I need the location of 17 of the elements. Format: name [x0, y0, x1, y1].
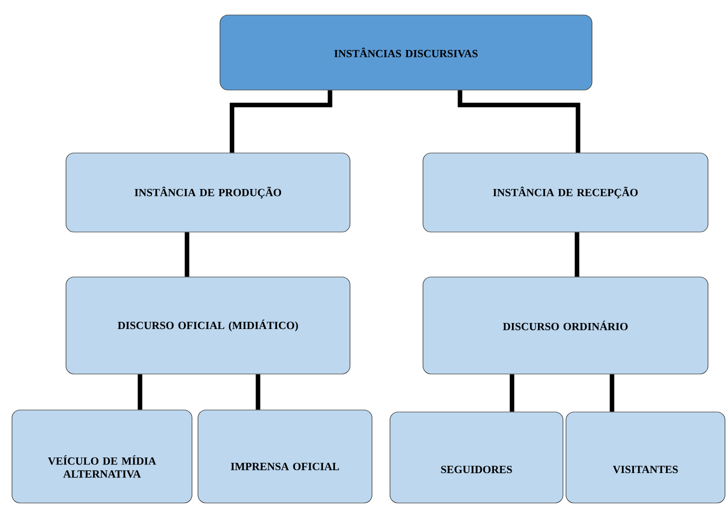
category-box: IMPRENSA OFICIAL: [198, 410, 372, 504]
connector-line: [138, 374, 142, 410]
connector-line: [184, 232, 190, 277]
category-box: INSTÂNCIA DE PRODUÇÃO: [66, 152, 350, 232]
title-box: INSTÂNCIAS DISCURSIVAS: [220, 14, 592, 90]
connector-line: [230, 90, 332, 153]
connector-line: [256, 374, 260, 410]
connector-line: [610, 374, 614, 412]
connector-line: [510, 374, 514, 412]
category-box: INSTÂNCIA DE RECEPÇÃO: [422, 152, 708, 232]
category-box: SEGUIDORES: [390, 412, 564, 504]
category-box: DISCURSO OFICIAL (MIDIÁTICO): [66, 276, 350, 374]
category-box: VEÍCULO DE MÍDIA ALTERNATIVA: [12, 410, 192, 504]
category-box: VISITANTES: [566, 412, 726, 504]
connector-line: [458, 90, 580, 153]
connector-line: [574, 232, 580, 277]
category-box: DISCURSO ORDINÁRIO: [422, 276, 708, 374]
